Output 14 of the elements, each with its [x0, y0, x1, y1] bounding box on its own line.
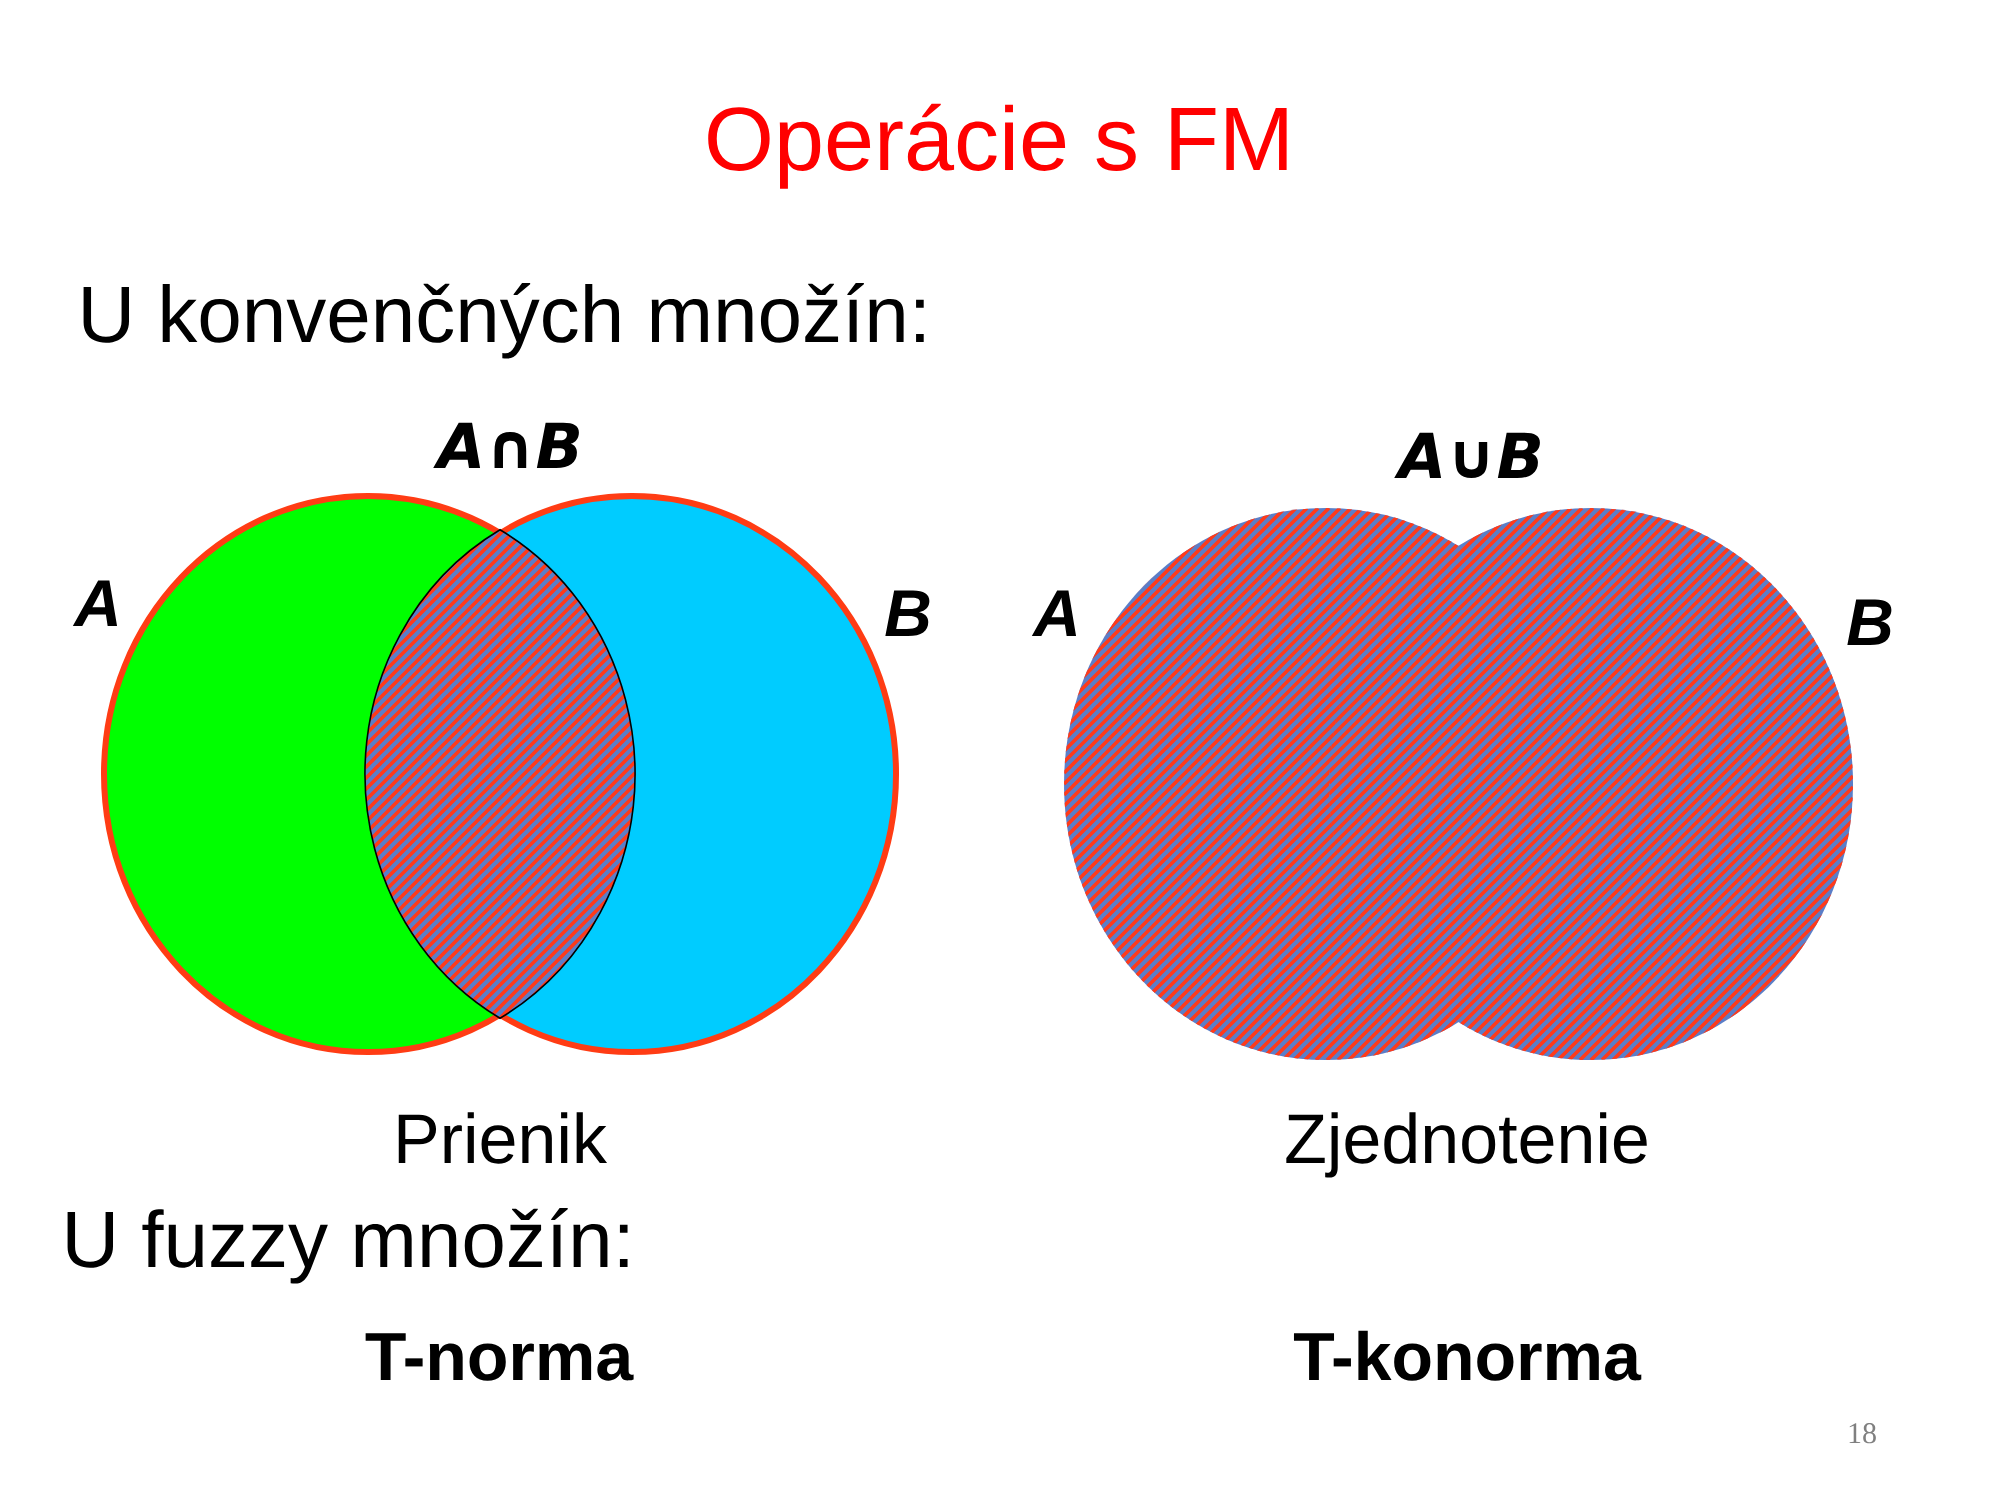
term-label: T-konorma	[1293, 1330, 1642, 1381]
slide-title: Operácie s FM	[708, 103, 1287, 189]
set-operation-label: A∪B	[1394, 432, 1540, 478]
section-heading: U konvenčných množín:	[83, 283, 924, 359]
set-label: A	[1031, 590, 1077, 636]
set-operation-label: A∩B	[433, 422, 579, 468]
page-number: 18	[1849, 1423, 1876, 1444]
section-heading: U fuzzy množín:	[67, 1208, 628, 1284]
set-label: B	[1847, 599, 1892, 645]
set-label: B	[885, 590, 930, 636]
set-label: A	[72, 580, 118, 626]
term-label: T-norma	[365, 1333, 634, 1381]
caption: Prienik	[398, 1112, 608, 1164]
caption: Zjednotenie	[1286, 1112, 1647, 1178]
